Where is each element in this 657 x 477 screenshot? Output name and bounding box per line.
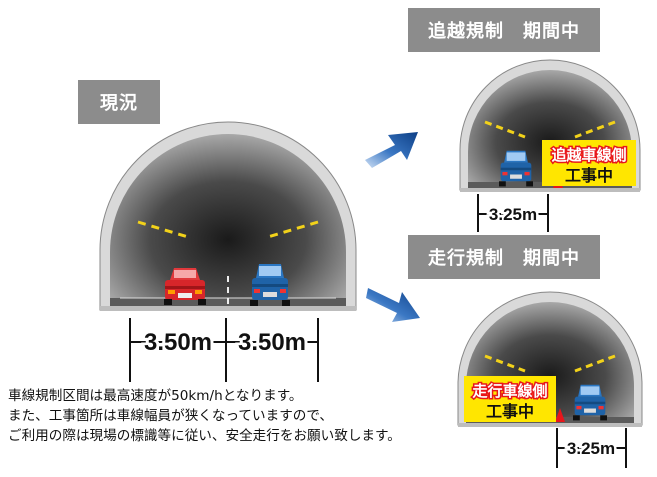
current-tunnel: [99, 121, 357, 311]
notice-line: ご利用の際は現場の標識等に従い、安全走行をお願い致します。: [8, 428, 401, 444]
notice-line: 車線規制区間は最高速度が50km/hとなります。: [8, 388, 303, 404]
traffic-cone-icon: [555, 408, 565, 422]
passing-open-lane-width: 3.25m: [489, 205, 537, 224]
driving-lane-dimension: [556, 428, 627, 468]
left-lane-width: 3.50m: [144, 329, 212, 356]
svg-text:工事中: 工事中: [565, 166, 613, 185]
svg-text:工事中: 工事中: [486, 402, 534, 421]
tunnel-lamp-line: [267, 220, 319, 239]
arrow-to-passing: [365, 132, 418, 168]
tunnel-lamp-line: [137, 220, 189, 239]
passing-restriction-label: 追越規制 期間中: [408, 8, 600, 52]
current-status-label: 現況: [78, 80, 160, 124]
passing-lane-dimension: [477, 194, 549, 232]
arrow-to-driving: [366, 288, 420, 322]
driving-restriction-label: 走行規制 期間中: [408, 235, 600, 279]
speed-limit-notice: 車線規制区間は最高速度が50km/hとなります。 また、工事箇所は車線幅員が狭く…: [8, 386, 568, 446]
right-lane-width: 3.50m: [238, 329, 306, 356]
svg-text:追越車線側: 追越車線側: [551, 146, 626, 164]
passing-construction-sign: 追越車線側 工事中: [542, 140, 636, 186]
current-lane-dimensions: [129, 318, 319, 382]
driving-open-lane-width: 3.25m: [567, 439, 615, 458]
svg-text:走行車線側: 走行車線側: [472, 382, 547, 400]
driving-construction-sign: 走行車線側 工事中: [464, 376, 556, 422]
notice-line: また、工事箇所は車線幅員が狭くなっていますので、: [8, 408, 334, 424]
